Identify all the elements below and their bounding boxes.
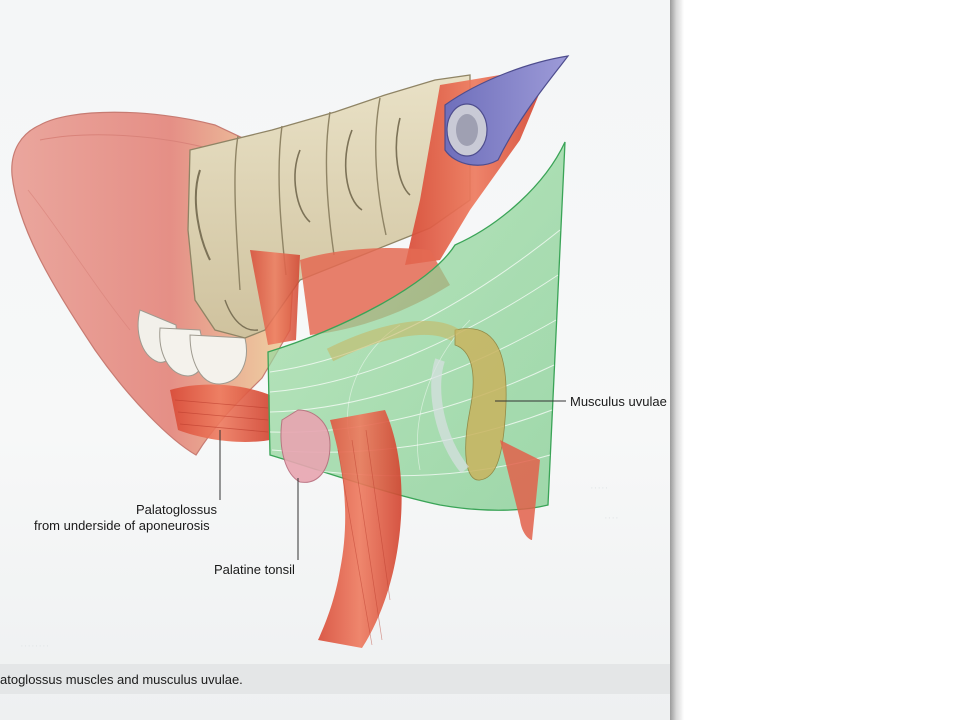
- label-palatine-tonsil: Palatine tonsil: [214, 562, 295, 577]
- book-page: ····· ···· ········ Musculus uvulae Pala…: [0, 0, 670, 720]
- label-musculus-uvulae: Musculus uvulae: [570, 394, 667, 409]
- figure-caption: atoglossus muscles and musculus uvulae.: [0, 672, 243, 687]
- palatoglossus-muscle: [170, 384, 270, 442]
- teeth: [137, 309, 247, 385]
- page-edge-shadow: [670, 0, 684, 720]
- anatomical-illustration: [11, 55, 570, 648]
- musculus-uvulae-muscle: [326, 320, 507, 481]
- auditory-tube: [444, 55, 570, 166]
- label-palatoglossus: Palatoglossus: [136, 502, 217, 517]
- palatine-tonsil: [280, 409, 331, 483]
- label-palatoglossus-detail: from underside of aponeurosis: [34, 518, 210, 533]
- leader-lines: [219, 400, 566, 560]
- palatopharyngeus-muscle: [318, 410, 540, 648]
- caption-strip: [0, 664, 670, 694]
